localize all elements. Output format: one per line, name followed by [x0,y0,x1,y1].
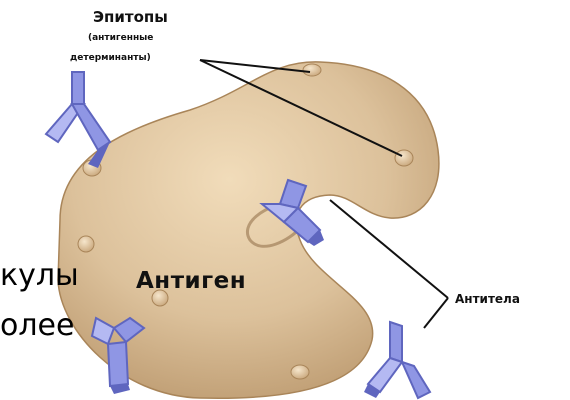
antibodies-label: Антитела [455,292,520,306]
antibody-icon [46,72,110,168]
antigen-label: Антиген [136,268,246,294]
epitopes-subtitle-line2: детерминанты) [70,53,151,63]
background-text-line2: олее [0,308,74,343]
epitopes-title: Эпитопы [93,8,168,26]
background-text-line1: кулы [0,258,79,293]
epitopes-subtitle-line1: (антигенные [88,33,153,43]
antibody-icon [364,322,430,398]
